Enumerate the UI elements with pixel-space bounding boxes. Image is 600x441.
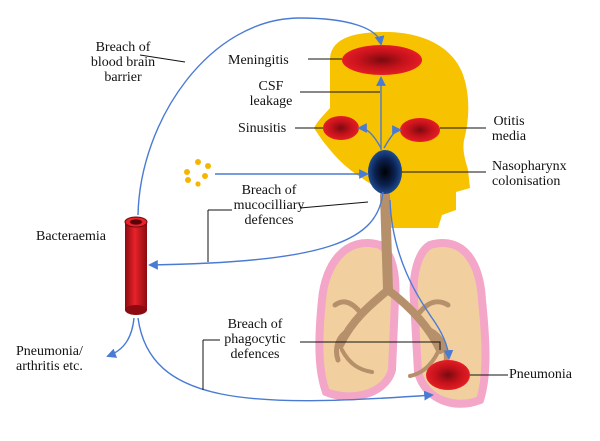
sinusitis-site xyxy=(323,116,359,140)
nasopharynx-site xyxy=(368,150,402,194)
label-pneumonia: Pneumonia xyxy=(509,367,572,382)
label-mucociliary: Breach of mucocilliary defences xyxy=(233,183,305,228)
arrow-to-meningitis xyxy=(137,17,385,216)
label-phagocytic: Breach of phagocytic defences xyxy=(224,317,286,362)
label-sinusitis: Sinusitis xyxy=(238,121,287,136)
arrow-naso-to-sinusitis xyxy=(357,123,382,149)
head-silhouette xyxy=(314,32,470,228)
meningitis-site xyxy=(342,45,422,75)
label-nasopharynx-colonisation: Nasopharynx colonisation xyxy=(492,159,567,189)
arrow-vessel-to-pneumonia-lung xyxy=(137,317,434,402)
otitis-site xyxy=(400,118,440,142)
blood-vessel xyxy=(124,216,148,315)
arrow-airway-to-pneumonia xyxy=(389,199,454,360)
label-blood-brain-barrier: Breach of blood brain barrier xyxy=(90,40,156,85)
bacteria-dots xyxy=(184,159,211,187)
arrow-to-pneumonia-arthritis xyxy=(106,317,135,358)
arrow-naso-to-otitis xyxy=(383,125,402,149)
pneumonia-site xyxy=(426,360,470,390)
label-otitis-media: Otitis media xyxy=(491,114,527,144)
label-connectors xyxy=(139,54,508,390)
label-csf-leakage: CSF leakage xyxy=(249,79,293,109)
label-meningitis: Meningitis xyxy=(228,53,289,68)
arrow-naso-to-bacteraemia xyxy=(148,191,384,270)
label-pneumonia-arthritis: Pneumonia/ arthritis etc. xyxy=(16,344,83,374)
pathway-arrows xyxy=(106,17,454,402)
label-bacteraemia: Bacteraemia xyxy=(36,229,106,244)
